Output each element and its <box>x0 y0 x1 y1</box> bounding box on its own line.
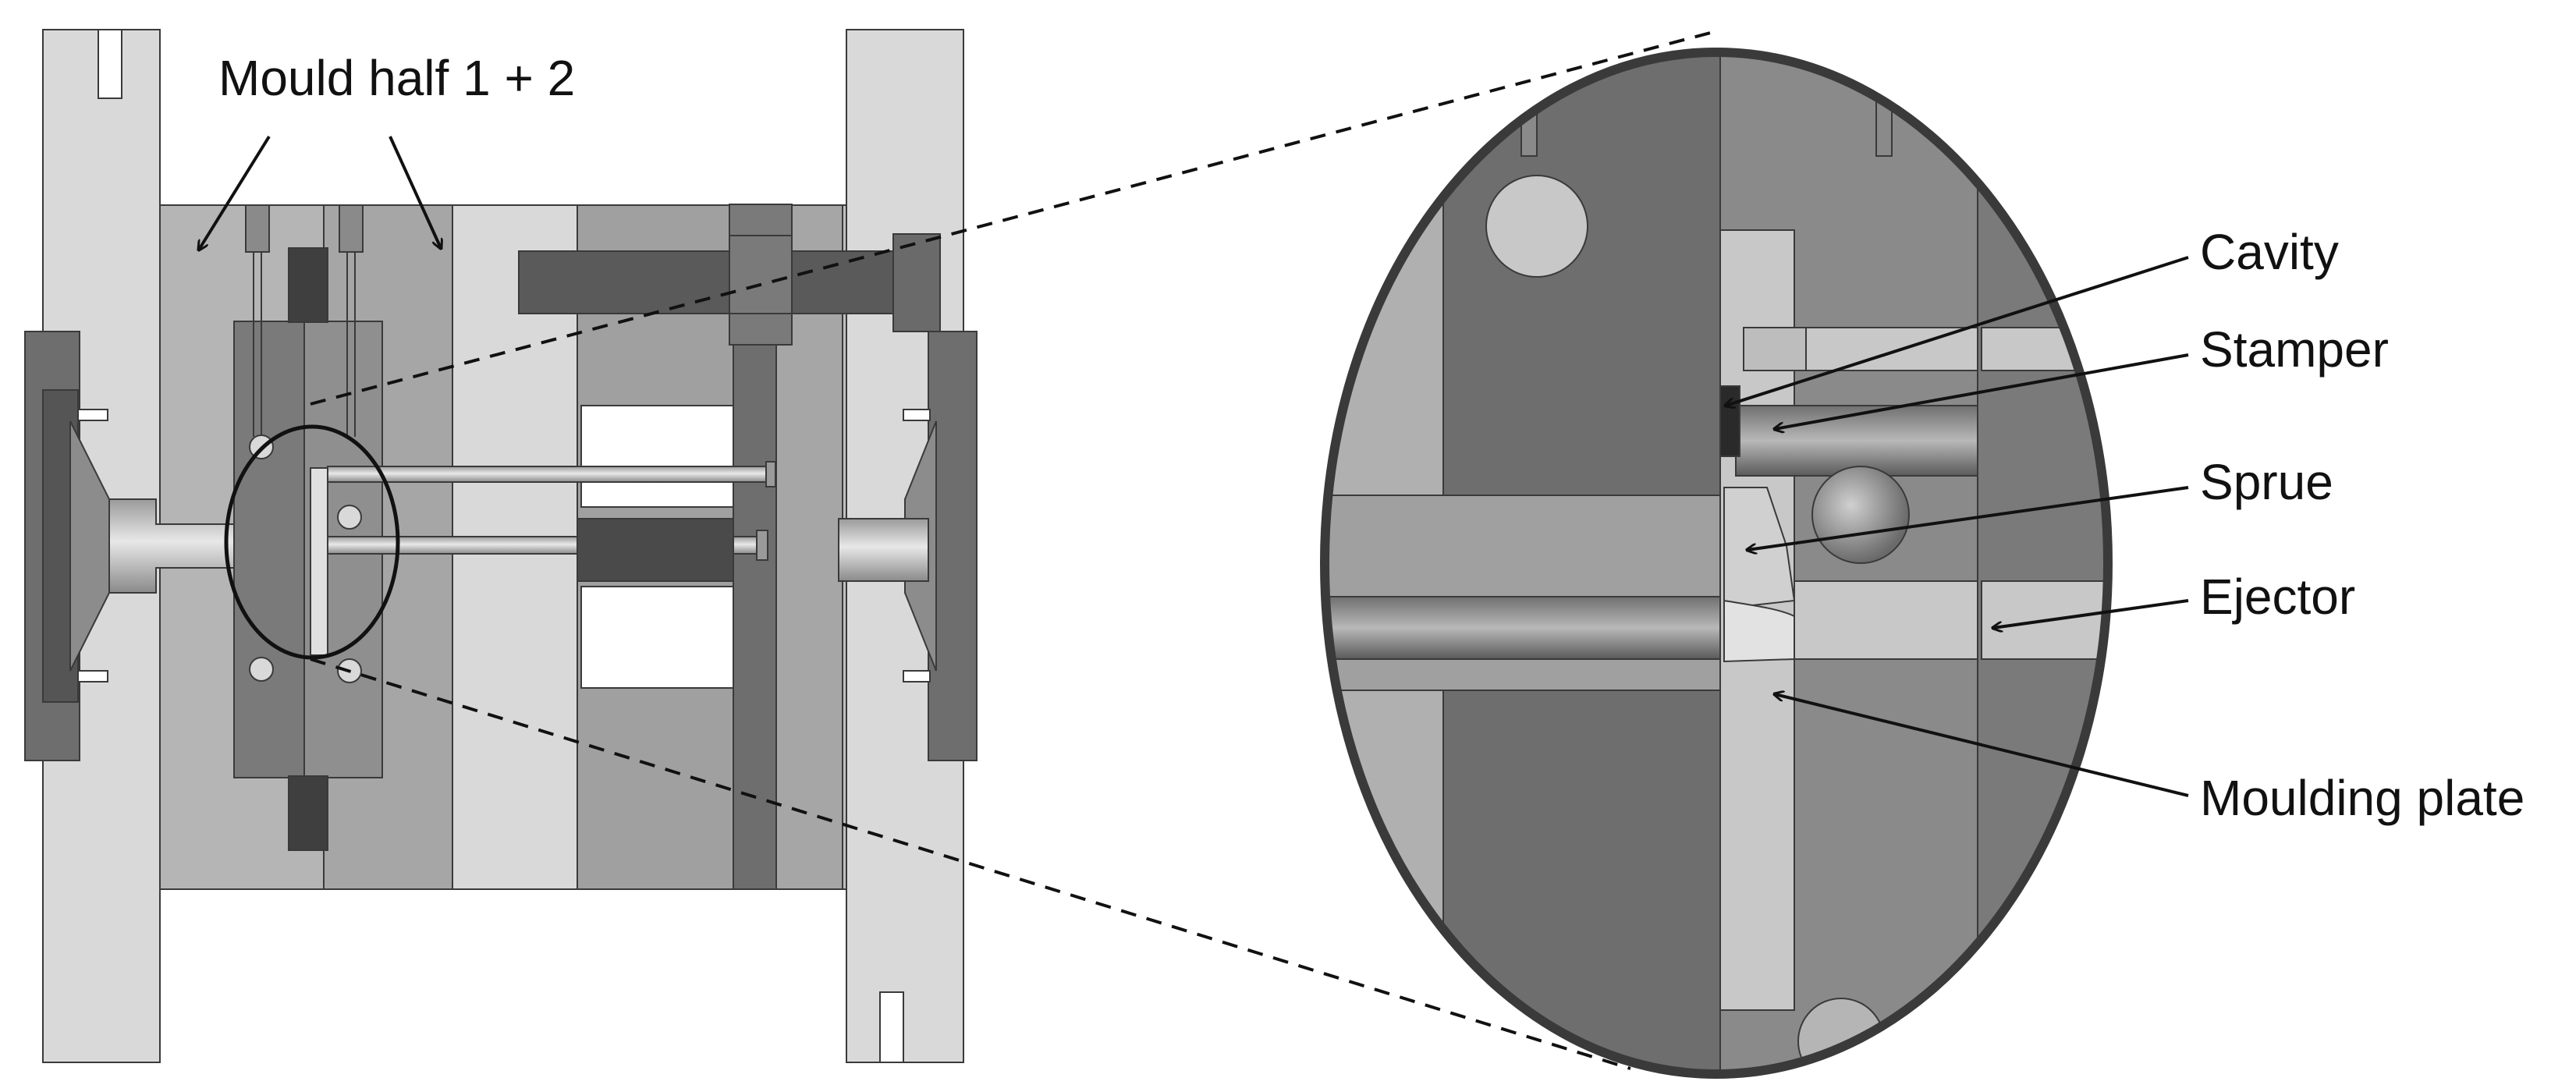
hole-2 <box>249 657 274 682</box>
ejector-rod-1 <box>327 466 773 483</box>
zoom-hole-top <box>1485 175 1588 278</box>
right-pin-bottom <box>903 670 931 682</box>
right-platen-slot <box>879 991 904 1063</box>
label-mould-half: Mould half 1 + 2 <box>218 50 575 106</box>
label-sprue: Sprue <box>2200 454 2333 510</box>
zoom-ellipse-border <box>1320 48 2113 1079</box>
left-platen-slot <box>98 29 122 99</box>
zoom-cavity <box>1719 385 1740 457</box>
mould-assembly <box>24 29 978 1063</box>
bushing-top <box>288 247 328 323</box>
guide-rod-end <box>892 233 941 332</box>
left-pin-top <box>77 409 108 421</box>
label-cavity: Cavity <box>2200 224 2339 280</box>
left-pin-bottom <box>77 670 108 682</box>
zoom-stamper-block <box>1735 405 1978 477</box>
arrow-moulding-plate <box>1775 694 2189 797</box>
pin-2 <box>339 204 364 253</box>
window-bottom <box>580 586 734 689</box>
arrow-cavity <box>1726 256 2189 406</box>
guide-rod-collar <box>729 204 793 346</box>
hole-3 <box>337 505 362 530</box>
sprue-bushing <box>108 498 235 594</box>
label-stamper: Stamper <box>2200 321 2389 378</box>
zoom-line-top <box>310 30 1717 406</box>
dark-rod <box>577 518 734 582</box>
arrow-sprue <box>1747 486 2189 550</box>
zoom-nozzle <box>1325 596 1725 660</box>
label-moulding-plate: Moulding plate <box>2200 770 2525 826</box>
arrow-mould-half-2 <box>389 136 441 248</box>
right-pin-top <box>903 409 931 421</box>
arrow-mould-half-1 <box>199 135 271 250</box>
zoom-line-bottom <box>310 658 1631 1070</box>
bushing-bottom <box>288 775 328 851</box>
moulding-plate-small <box>310 467 328 656</box>
label-ejector: Ejector <box>2200 569 2355 625</box>
detail-ellipse <box>224 424 400 660</box>
arrow-stamper <box>1775 353 2189 429</box>
pin-1 <box>245 204 270 253</box>
ejector-rod-2-head <box>756 530 768 561</box>
ejector-boss <box>838 518 929 582</box>
ejector-rod-1-head <box>765 461 776 488</box>
window-top <box>580 405 734 508</box>
zoom-ball <box>1811 466 1910 564</box>
arrow-ejector <box>1993 599 2189 628</box>
